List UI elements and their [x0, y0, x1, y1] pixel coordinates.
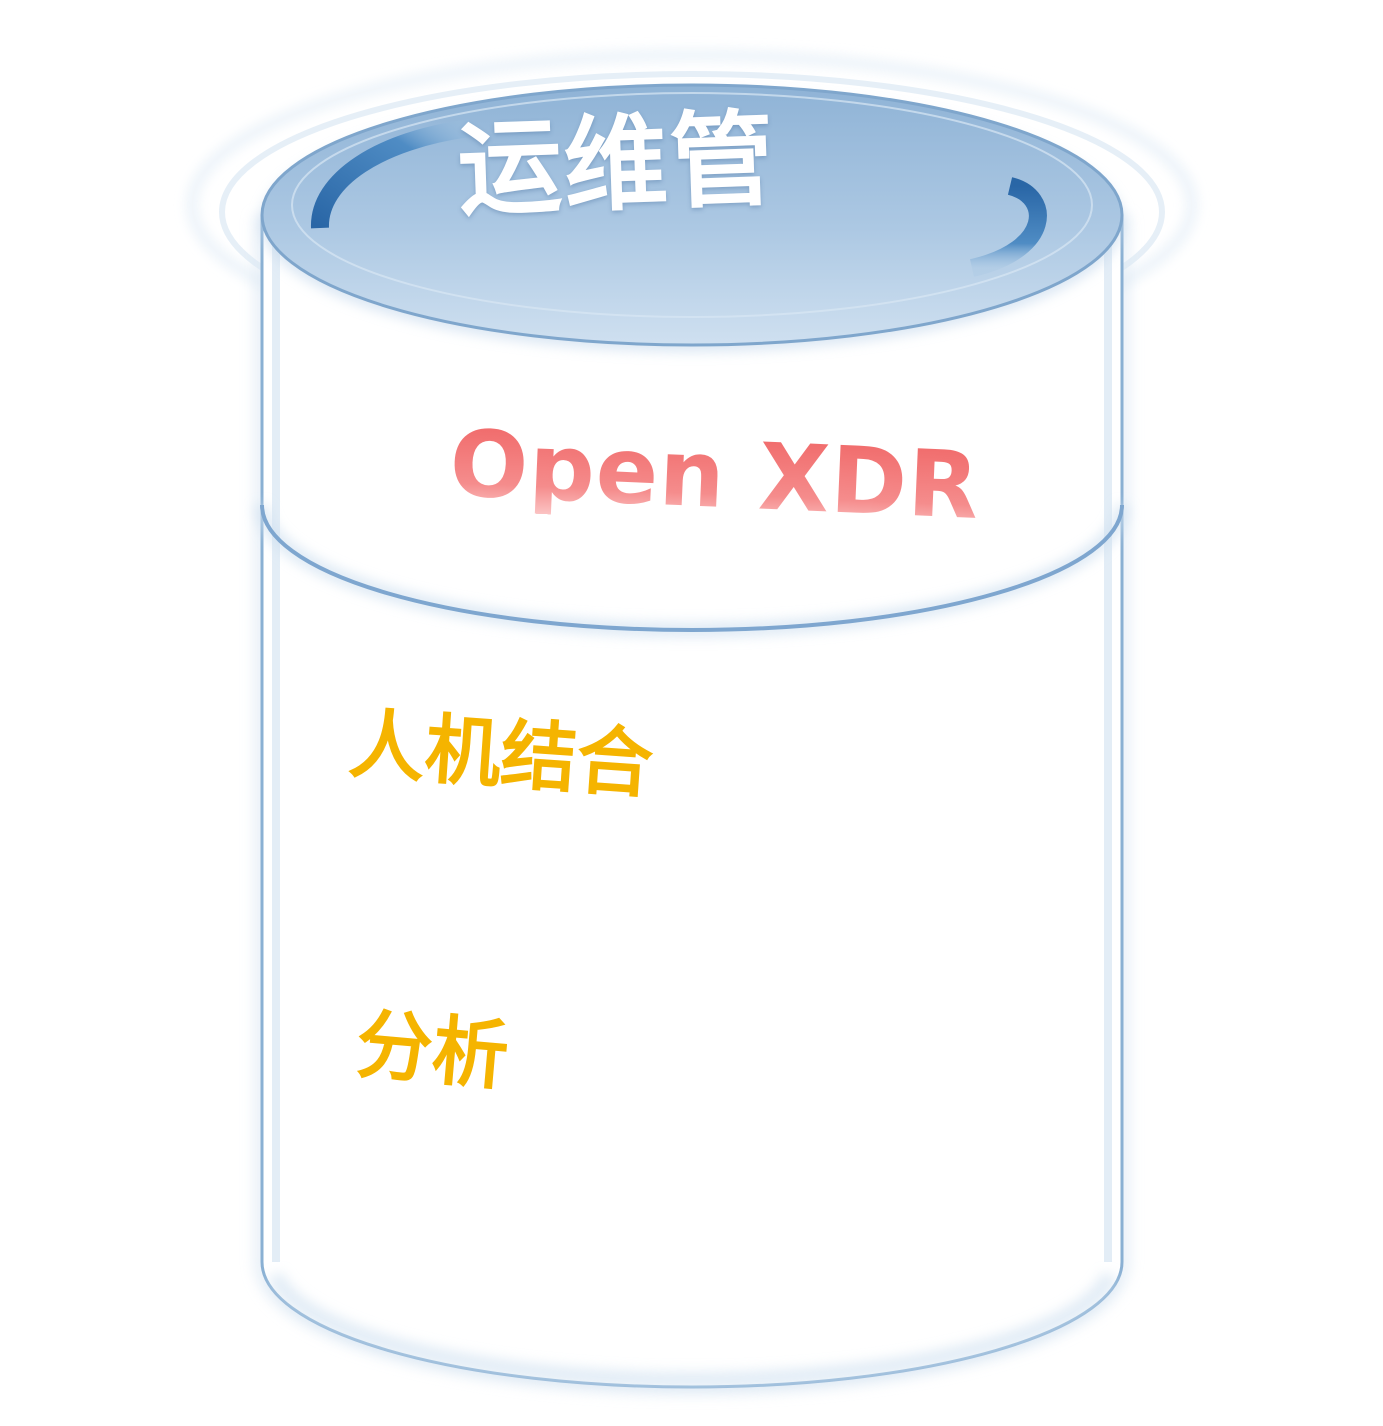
lid-inner-highlight: [291, 92, 1093, 318]
lid-title: 运维管: [455, 97, 778, 231]
lid-arc-left: [311, 119, 472, 229]
lid-arc-right: [969, 177, 1047, 277]
cylinder-body: [260, 215, 1124, 1389]
band-label: Open XDR: [447, 410, 982, 541]
feature-label: 人机结合: [346, 699, 656, 810]
feature-label: 分析: [352, 999, 513, 1101]
cylinder-lid: [260, 83, 1124, 347]
band-separator: [260, 504, 1124, 632]
bottom-glow: [267, 1271, 1118, 1389]
